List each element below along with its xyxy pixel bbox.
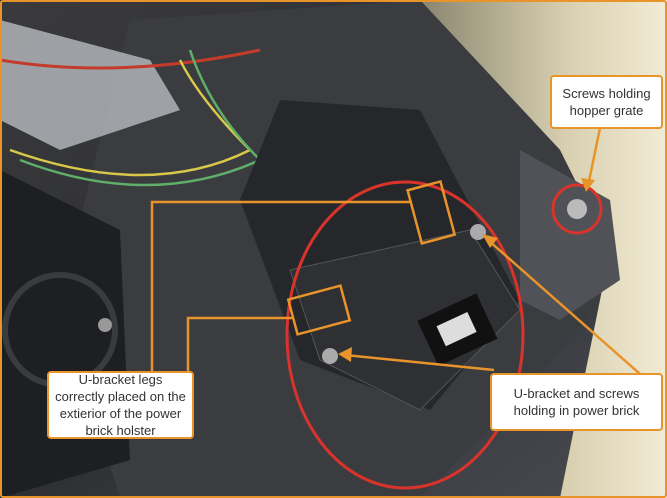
wire-bundle: [0, 20, 180, 150]
u-bracket: [289, 229, 521, 411]
leader-lines: [150, 127, 641, 375]
highlight-circle-hopper-screw: [551, 183, 603, 235]
callout-u-bracket-legs-text: U-bracket legs correctly placed on the e…: [55, 372, 186, 438]
callout-u-bracket-legs: U-bracket legs correctly placed on the e…: [47, 371, 194, 439]
screw: [470, 224, 486, 240]
callout-hopper-screws: Screws holding hopper grate: [550, 75, 663, 129]
screw: [322, 348, 338, 364]
highlight-circle-power-brick: [285, 180, 525, 490]
highlight-box-bracket-leg-top: [406, 179, 457, 245]
highlight-box-bracket-leg-bottom: [286, 284, 352, 336]
callout-hopper-screws-text: Screws holding hopper grate: [562, 86, 651, 118]
callout-u-bracket-screws-text: U-bracket and screws holding in power br…: [513, 386, 640, 418]
callout-u-bracket-screws: U-bracket and screws holding in power br…: [490, 373, 663, 431]
screw: [98, 318, 112, 332]
arrowheads: [338, 178, 595, 362]
screw: [567, 199, 587, 219]
